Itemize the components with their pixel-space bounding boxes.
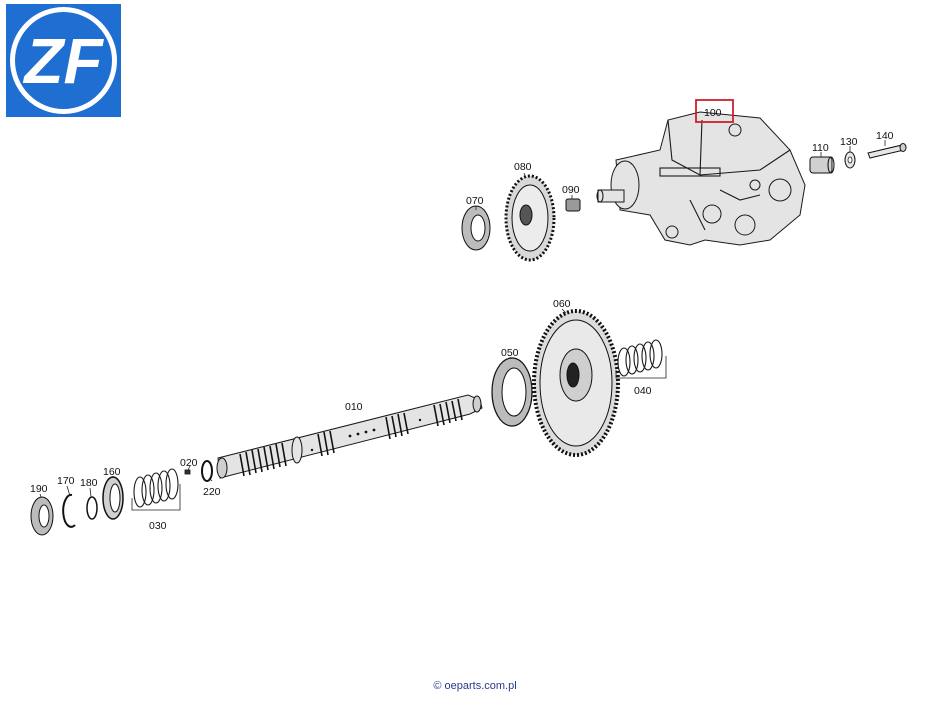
label-040: 040: [634, 385, 652, 397]
part-080-gear[interactable]: [504, 174, 556, 262]
zf-logo[interactable]: ZF: [6, 4, 121, 117]
part-220-ring[interactable]: [201, 460, 213, 482]
part-110-valve[interactable]: [809, 156, 835, 174]
label-060: 060: [553, 298, 571, 310]
label-220: 220: [203, 486, 221, 498]
label-190: 190: [30, 483, 48, 495]
label-130: 130: [840, 136, 858, 148]
label-140: 140: [876, 130, 894, 142]
part-010-shaft[interactable]: [216, 394, 483, 479]
part-190-seal[interactable]: [30, 496, 54, 536]
part-040-springs[interactable]: [617, 339, 663, 377]
logo-background: [6, 4, 121, 117]
logo-ring: [10, 7, 117, 114]
part-020-pin[interactable]: [184, 469, 191, 475]
label-080: 080: [514, 161, 532, 173]
part-100-housing[interactable]: [596, 111, 806, 246]
logo-text: ZF: [22, 25, 104, 97]
part-130-washer[interactable]: [844, 151, 856, 169]
part-070-seal[interactable]: [461, 205, 491, 251]
part-160-ring[interactable]: [102, 476, 124, 520]
label-050: 050: [501, 347, 519, 359]
highlight-box-100: [695, 99, 734, 123]
leader-lines: [39, 140, 886, 511]
part-090-plug[interactable]: [565, 198, 581, 212]
copyright-text: © oeparts.com.pl: [433, 680, 517, 692]
part-180-oring[interactable]: [86, 496, 98, 520]
part-140-bolt[interactable]: [867, 143, 907, 159]
label-090: 090: [562, 184, 580, 196]
part-050-seal[interactable]: [491, 357, 533, 427]
label-170: 170: [57, 475, 75, 487]
label-100[interactable]: 100: [704, 107, 722, 119]
part-060-gear[interactable]: [532, 309, 620, 457]
label-160: 160: [103, 466, 121, 478]
label-110: 110: [812, 142, 829, 154]
part-170-snapring[interactable]: [62, 493, 76, 528]
label-010: 010: [345, 401, 363, 413]
label-020: 020: [180, 457, 198, 469]
part-030-springs[interactable]: [133, 468, 179, 508]
label-030: 030: [149, 520, 167, 532]
label-070: 070: [466, 195, 484, 207]
label-180: 180: [80, 477, 98, 489]
